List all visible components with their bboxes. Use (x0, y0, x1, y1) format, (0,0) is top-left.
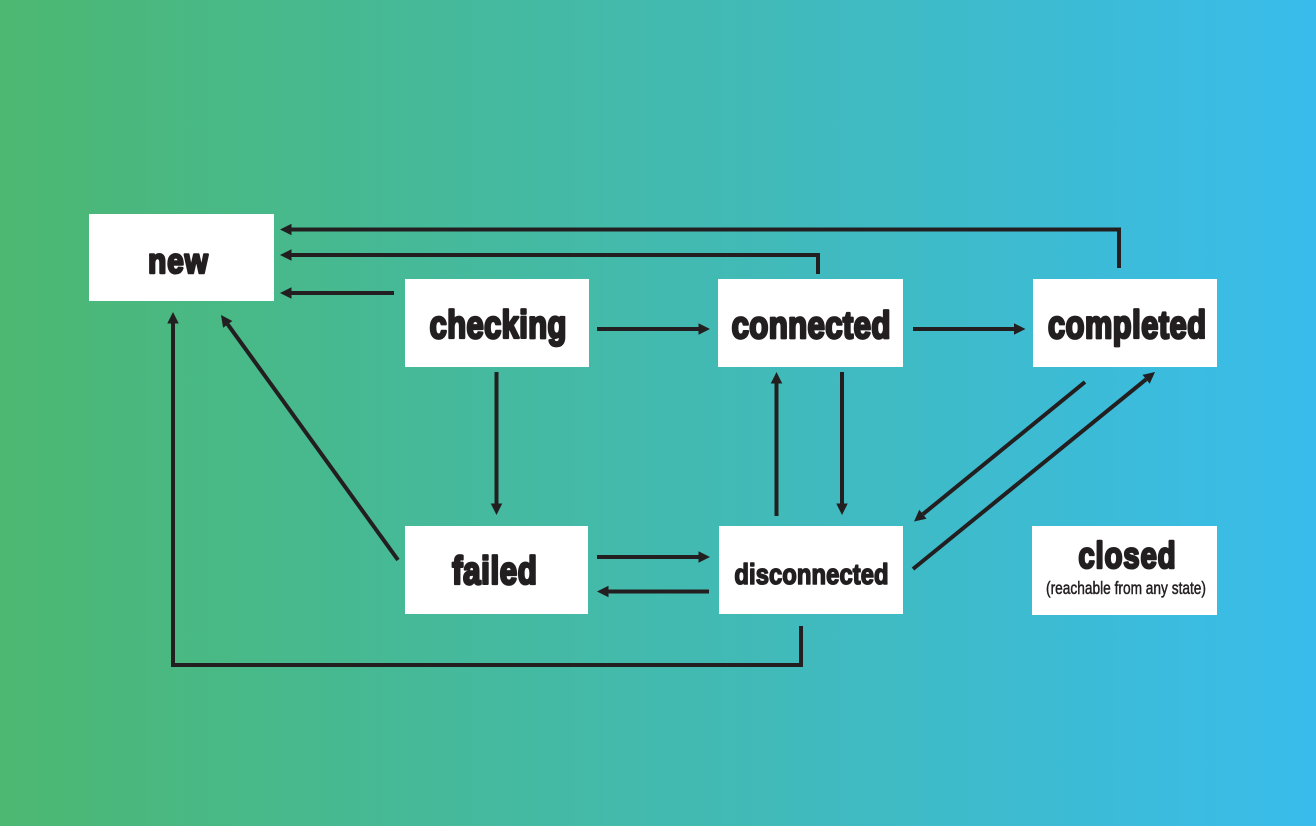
svg-text:checking: checking (430, 304, 567, 347)
svg-text:(reachable from any state): (reachable from any state) (1046, 578, 1206, 598)
svg-text:failed: failed (452, 550, 537, 593)
svg-text:new: new (148, 241, 208, 281)
svg-text:connected: connected (732, 305, 891, 346)
svg-text:disconnected: disconnected (734, 558, 888, 591)
svg-text:completed: completed (1048, 304, 1206, 347)
svg-text:closed: closed (1078, 536, 1175, 577)
